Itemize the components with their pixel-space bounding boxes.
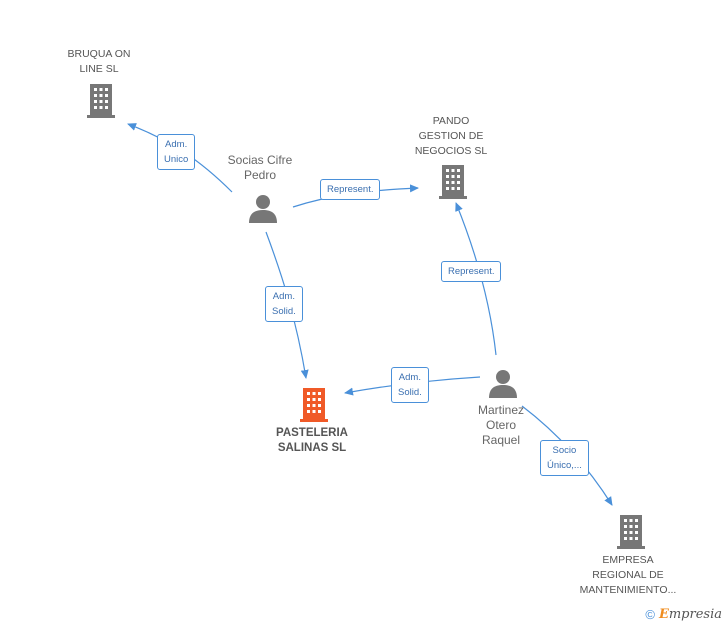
building-icon[interactable]	[85, 84, 117, 118]
bruqua-label-line2: LINE SL	[79, 63, 119, 75]
edge-label-martinez-empresa[interactable]: Socio Único,...	[540, 440, 589, 476]
building-icon[interactable]	[615, 515, 647, 549]
empresa-regional-label-line3: MANTENIMIENTO...	[579, 584, 677, 596]
martinez-label-line2: Otero	[485, 418, 517, 432]
brand-logo-rest: mpresia	[668, 607, 722, 622]
edge-label-socias-bruqua[interactable]: Adm. Unico	[157, 134, 196, 170]
edge-label-line1: Adm.	[165, 139, 188, 150]
bruqua-label[interactable]: BRUQUA ON LINE SL	[67, 47, 130, 77]
socias-label-line2: Pedro	[243, 168, 277, 182]
pasteleria-label-line1: PASTELERIA	[276, 427, 348, 439]
edge-label-socias-pando[interactable]: Represent.	[320, 179, 381, 200]
bruqua-label-line1: BRUQUA ON	[67, 48, 131, 60]
edge-label-line1: Represent.	[327, 184, 374, 195]
socias-label[interactable]: Socias Cifre Pedro	[228, 153, 293, 183]
pando-label[interactable]: PANDO GESTION DE NEGOCIOS SL	[415, 114, 487, 159]
empresa-regional-label-line2: REGIONAL DE	[592, 569, 664, 581]
pando-label-line3: NEGOCIOS SL	[414, 145, 488, 157]
edge-label-line1: Adm.	[398, 372, 421, 383]
martinez-label-line3: Raquel	[481, 433, 521, 447]
edge-label-martinez-pando[interactable]: Represent.	[441, 261, 502, 282]
edge-label-line1: Socio	[552, 445, 577, 456]
person-icon[interactable]	[488, 368, 518, 398]
martinez-label-line1: Martinez	[477, 403, 525, 417]
brand-logo[interactable]: Empresia	[659, 607, 722, 622]
edge-label-martinez-pasteleria[interactable]: Adm. Solid.	[391, 367, 429, 403]
pando-label-line2: GESTION DE	[418, 130, 484, 142]
brand-logo-e: E	[658, 607, 669, 622]
edge-label-line2: Solid.	[398, 387, 422, 398]
edge-label-socias-pasteleria[interactable]: Adm. Solid.	[265, 286, 303, 322]
empresa-regional-label-line1: EMPRESA	[602, 554, 654, 566]
socias-label-line1: Socias Cifre	[227, 153, 293, 167]
edge-label-line1: Adm.	[272, 291, 295, 302]
pasteleria-label[interactable]: PASTELERIA SALINAS SL	[276, 426, 348, 456]
building-icon[interactable]	[437, 165, 469, 199]
person-icon[interactable]	[248, 193, 278, 223]
edge-label-line2: Unico	[164, 154, 189, 165]
martinez-label[interactable]: Martinez Otero Raquel	[478, 403, 524, 448]
empresa-regional-label[interactable]: EMPRESA REGIONAL DE MANTENIMIENTO...	[580, 553, 677, 598]
main-company-building-icon[interactable]	[298, 388, 330, 422]
pasteleria-label-line2: SALINAS SL	[277, 442, 347, 454]
copyright-icon: ©	[645, 607, 655, 622]
edge-label-line2: Único,...	[547, 460, 582, 471]
edge-label-line2: Solid.	[272, 306, 296, 317]
pando-label-line1: PANDO	[432, 115, 470, 127]
edge-label-line1: Represent.	[448, 266, 495, 277]
footer-brand: © Empresia	[645, 607, 722, 622]
